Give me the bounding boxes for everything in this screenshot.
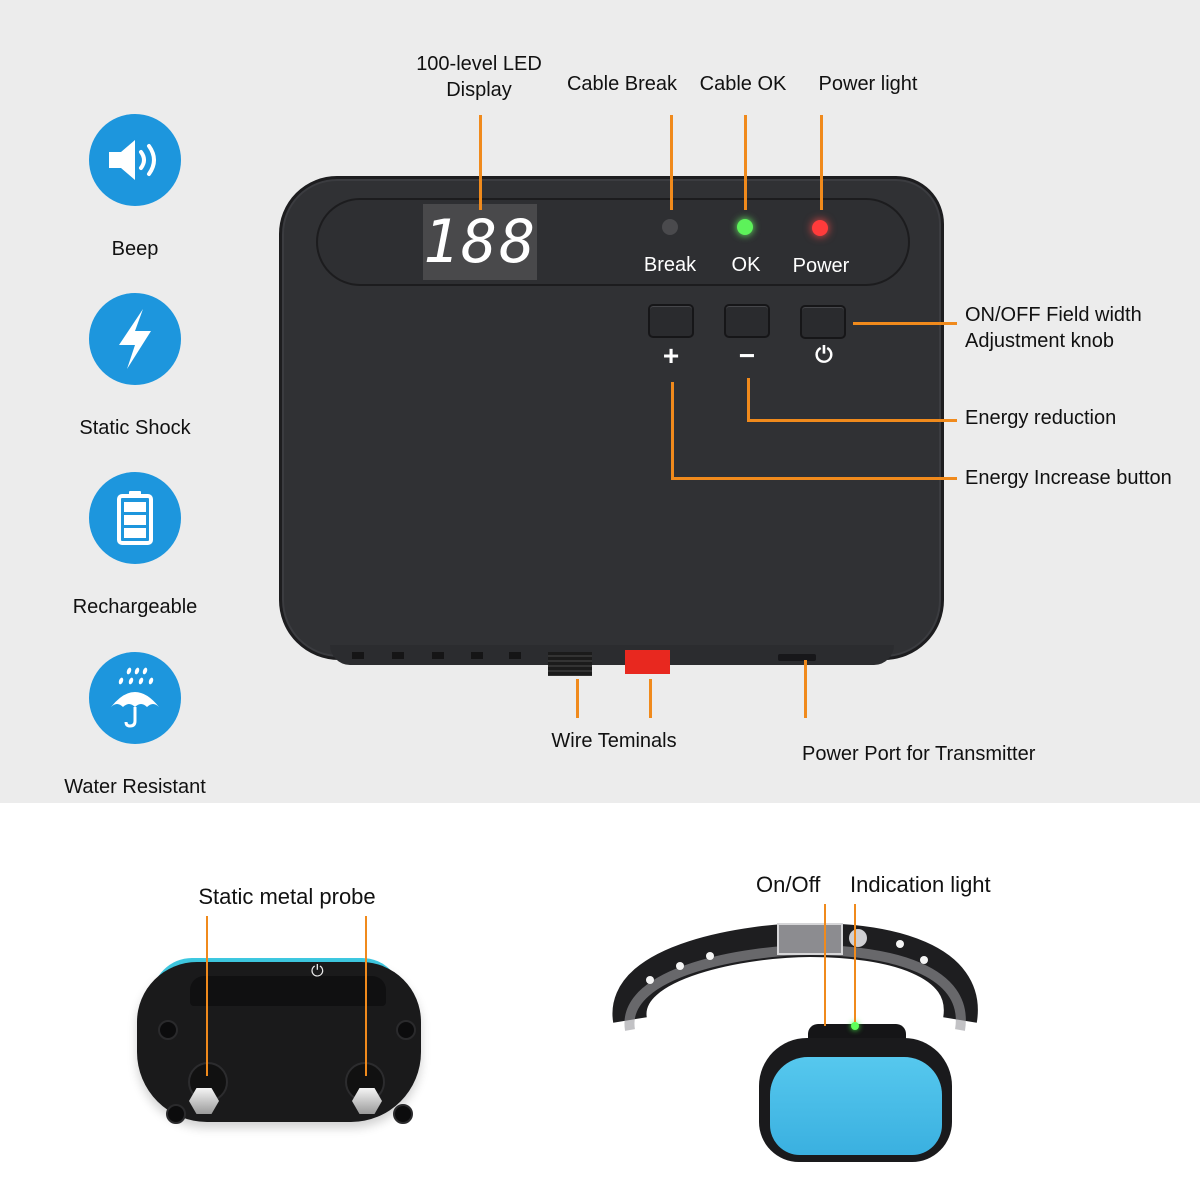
vent-slot [509, 652, 521, 659]
feature-water-resistant: Water Resistant [0, 652, 270, 799]
metal-probe [352, 1088, 382, 1114]
collar-receiver-face [770, 1057, 942, 1155]
callout-onoff-knob: ON/OFF Field width Adjustment knob [965, 302, 1142, 354]
callout-text: 100-level LED [416, 53, 542, 75]
callout-power-port: Power Port for Transmitter [802, 743, 1036, 765]
energy-reduction-button[interactable] [724, 304, 770, 338]
callout-on-off: On/Off [756, 872, 821, 897]
break-label: Break [643, 254, 697, 276]
callout-line [854, 904, 856, 1022]
callout-line [820, 115, 823, 210]
callout-static-metal-probe: Static metal probe [198, 884, 376, 909]
battery-icon [89, 472, 181, 564]
receiver-power-icon: ⏻ [311, 963, 324, 980]
power-label: Power [792, 255, 850, 277]
feature-static-shock: Static Shock [0, 293, 270, 440]
callout-line [649, 679, 652, 718]
feature-label: Rechargeable [72, 596, 198, 618]
transmitter-display-strip [316, 198, 910, 286]
vent-slot [432, 652, 444, 659]
vent-slot [392, 652, 404, 659]
power-button[interactable] [800, 305, 846, 339]
power-icon: ⏻ [815, 342, 833, 367]
transmitter-base [330, 645, 894, 665]
energy-increase-button[interactable] [648, 304, 694, 338]
ok-label: OK [731, 254, 761, 276]
callout-line [804, 660, 807, 718]
callout-energy-reduction: Energy reduction [965, 407, 1117, 429]
black-wire-terminal[interactable] [548, 652, 592, 676]
callout-line [671, 382, 674, 480]
feature-label: Water Resistant [64, 776, 206, 798]
callout-indication-light: Indication light [850, 872, 991, 897]
break-indicator-light [662, 219, 678, 235]
callout-text: ON/OFF Field width [965, 304, 1142, 326]
callout-text: Display [446, 79, 512, 101]
lightning-bolt-icon [89, 293, 181, 385]
red-wire-terminal[interactable] [625, 650, 670, 674]
callout-cable-ok: Cable OK [699, 73, 787, 95]
power-port [778, 654, 816, 661]
feature-label: Static Shock [79, 417, 191, 439]
speaker-icon [89, 114, 181, 206]
screw [158, 1020, 178, 1040]
callout-text: Adjustment knob [965, 330, 1114, 352]
screw [393, 1104, 413, 1124]
led-display: 188 [423, 204, 537, 280]
callout-line [824, 904, 826, 1026]
callout-line [671, 477, 957, 480]
screw [396, 1020, 416, 1040]
minus-icon: − [738, 340, 756, 371]
metal-probe [189, 1088, 219, 1114]
callout-led-display: 100-level LED Display [416, 51, 542, 103]
vent-slot [471, 652, 483, 659]
feature-beep: Beep [0, 114, 270, 261]
feature-rechargeable: Rechargeable [0, 472, 270, 619]
callout-line [744, 115, 747, 210]
umbrella-rain-icon [89, 652, 181, 744]
callout-line [747, 419, 957, 422]
callout-line [206, 916, 208, 1076]
callout-line [853, 322, 957, 325]
callout-energy-increase: Energy Increase button [965, 467, 1172, 489]
ok-indicator-light [737, 219, 753, 235]
plus-icon: + [662, 340, 680, 371]
callout-wire-terminals: Wire Teminals [551, 730, 677, 752]
collar-strap [612, 922, 978, 1031]
callout-line [670, 115, 673, 210]
power-indicator-light [812, 220, 828, 236]
receiver-ridge [190, 976, 386, 1006]
callout-line [479, 115, 482, 210]
callout-line [576, 679, 579, 718]
callout-line [365, 916, 367, 1076]
feature-label: Beep [111, 238, 159, 260]
callout-line [747, 378, 750, 422]
callout-cable-break: Cable Break [566, 73, 678, 95]
callout-power-light: Power light [818, 73, 918, 95]
vent-slot [352, 652, 364, 659]
indication-light [851, 1022, 859, 1030]
screw [166, 1104, 186, 1124]
